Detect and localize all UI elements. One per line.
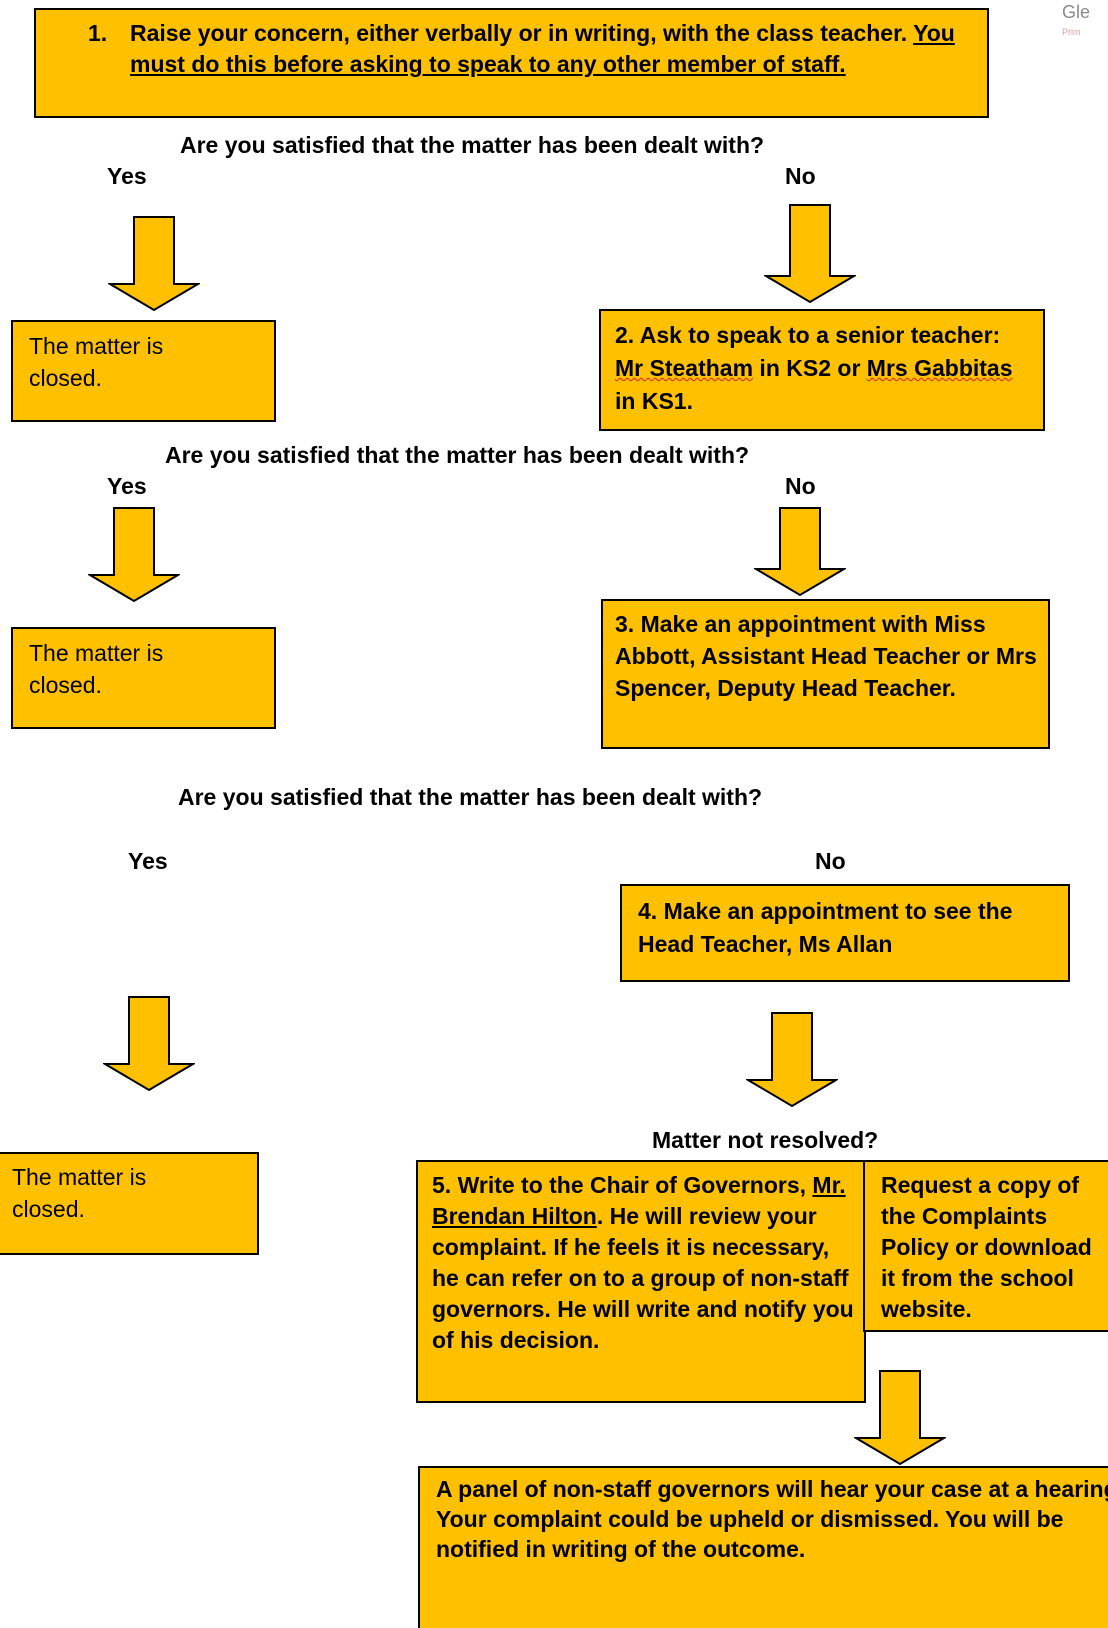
chair-name: Mr. Brendan Hilton	[432, 1172, 846, 1229]
panel-hearing-text: A panel of non-staff governors will hear…	[436, 1476, 1108, 1562]
down-arrow-icon	[764, 204, 856, 304]
down-arrow-icon	[103, 996, 195, 1092]
down-arrow-icon	[754, 507, 846, 597]
down-arrow-icon	[854, 1370, 946, 1466]
no-label-1: No	[785, 163, 816, 189]
step-2-suffix: in KS1.	[615, 388, 693, 414]
step-1-text: Raise your concern, either verbally or i…	[130, 20, 914, 46]
step-4-text: 4. Make an appointment to see the Head T…	[638, 898, 1013, 957]
logo-text: Gle	[1062, 2, 1091, 22]
matter-closed-text: The matter is closed.	[29, 640, 164, 698]
step-2-prefix: 2. Ask to speak to a senior teacher:	[615, 322, 1001, 348]
logo-subtext: Prim	[1062, 27, 1081, 37]
step-1-requirement: You must do this before asking to speak …	[130, 20, 955, 77]
request-policy-box: Request a copy of the Complaints Policy …	[863, 1160, 1108, 1332]
request-policy-text: Request a copy of the Complaints Policy …	[881, 1172, 1092, 1322]
matter-closed-box-2: The matter is closed.	[11, 627, 276, 729]
yes-label-3: Yes	[128, 848, 168, 874]
step-2-name-ks2: Mr Steatham	[615, 355, 754, 381]
question-1: Are you satisfied that the matter has be…	[180, 132, 765, 158]
panel-hearing-box: A panel of non-staff governors will hear…	[418, 1466, 1108, 1628]
not-resolved-label: Matter not resolved?	[652, 1127, 879, 1153]
step-2-mid: in KS2 or	[753, 355, 867, 381]
step-3-box: 3. Make an appointment with Miss Abbott,…	[601, 599, 1050, 749]
step-2-box: 2. Ask to speak to a senior teacher: Mr …	[599, 309, 1045, 431]
yes-label-1: Yes	[107, 163, 147, 189]
step-5-box: 5. Write to the Chair of Governors, Mr. …	[416, 1160, 866, 1403]
step-5-prefix: 5. Write to the Chair of Governors,	[432, 1172, 813, 1198]
yes-label-2: Yes	[107, 473, 147, 499]
down-arrow-icon	[108, 216, 200, 312]
matter-closed-box-1: The matter is closed.	[11, 320, 276, 422]
down-arrow-icon	[88, 507, 180, 603]
step-5-suffix: . He will review your complaint. If he f…	[432, 1203, 854, 1353]
down-arrow-icon	[746, 1012, 838, 1108]
matter-closed-text: The matter is closed.	[12, 1164, 147, 1222]
step-1-box: 1. Raise your concern, either verbally o…	[34, 8, 989, 118]
school-logo: Gle Prim	[1062, 2, 1090, 42]
step-4-box: 4. Make an appointment to see the Head T…	[620, 884, 1070, 982]
step-1-number: 1.	[88, 20, 108, 46]
step-2-name-ks1: Mrs Gabbitas	[866, 355, 1013, 381]
question-2: Are you satisfied that the matter has be…	[165, 442, 750, 468]
question-3: Are you satisfied that the matter has be…	[178, 784, 763, 810]
matter-closed-text: The matter is closed.	[29, 333, 164, 391]
no-label-2: No	[785, 473, 816, 499]
no-label-3: No	[815, 848, 846, 874]
matter-closed-box-3: The matter is closed.	[0, 1152, 259, 1255]
step-3-text: 3. Make an appointment with Miss Abbott,…	[615, 611, 1037, 701]
